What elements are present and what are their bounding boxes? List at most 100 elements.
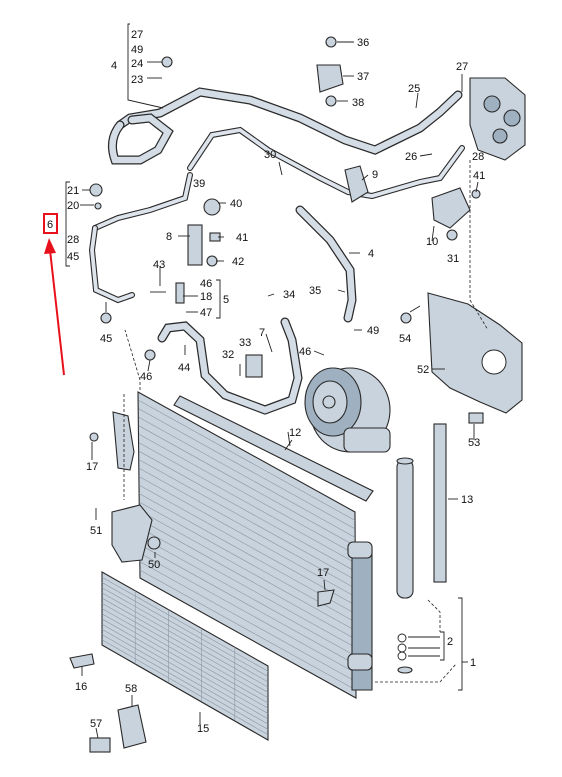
refrigerant-lines [88,87,465,415]
label-39: 39 [193,178,205,190]
label-51: 51 [90,525,102,537]
label-27-right: 27 [456,61,468,73]
air-guide-fin [101,613,269,709]
label-47: 47 [200,307,212,319]
label-5: 5 [223,294,229,306]
label-24: 24 [131,58,143,70]
air-guide-fin [101,576,269,672]
bracket-58 [117,704,147,749]
condenser-fin [138,408,356,530]
label-41: 41 [236,232,248,244]
screw-38 [325,95,337,107]
air-guide-fin [101,629,269,725]
seal-strip [173,395,374,502]
label-4-top: 4 [111,60,117,72]
label-35: 35 [309,285,321,297]
air-guide-fin [101,639,269,735]
label-18: 18 [200,291,212,303]
label-37: 37 [357,71,369,83]
screw-17 [89,432,99,442]
label-50: 50 [148,559,160,571]
label-40: 40 [230,198,242,210]
cap-24 [161,56,173,68]
label-46-right: 46 [299,346,311,358]
air-guide-fin [101,597,269,693]
condenser-bracket [112,411,135,471]
label-15: 15 [197,723,209,735]
condenser-fin [138,467,356,589]
label-57: 57 [90,718,102,730]
condenser-fin [138,450,356,572]
bracket-51 [111,504,153,563]
label-53: 53 [468,437,480,449]
mount-bracket-8 [187,224,203,266]
nut-42 [206,255,218,267]
label-12: 12 [289,427,301,439]
label-41-right: 41 [473,170,485,182]
air-guide-fin [101,592,269,688]
air-guide-fin [101,582,269,677]
screw-17b [317,589,335,607]
label-36: 36 [357,37,369,49]
condenser-fin [138,476,356,597]
label-27-top: 27 [131,29,143,41]
part-labels: 27 49 24 23 4 36 37 38 27 25 26 28 30 9 … [67,29,485,735]
label-54: 54 [399,333,411,345]
condenser-fin [138,543,356,665]
label-30: 30 [264,149,276,161]
condenser-fin [138,535,356,656]
label-28-right: 28 [472,151,484,163]
label-45-bottom: 45 [100,333,112,345]
label-20: 20 [67,200,79,212]
clip-16 [69,653,95,669]
sensor-57 [89,737,111,753]
air-guide-fin [101,634,269,730]
highlight-box [43,213,58,234]
label-26: 26 [405,151,417,163]
clamp-40 [203,198,221,216]
condenser-fin [138,442,356,563]
label-46-left: 46 [140,371,152,383]
condenser-fin [138,400,356,521]
label-2: 2 [447,636,453,648]
label-38: 38 [352,97,364,109]
nut-31 [446,229,458,241]
label-10: 10 [426,236,438,248]
label-25: 25 [408,83,420,95]
bracket-33 [245,354,263,378]
air-guide-fin [101,608,269,704]
valve-18 [175,282,185,304]
air-guide [101,571,269,741]
label-33: 33 [239,337,251,349]
condenser-fin [138,425,356,547]
label-17-left: 17 [86,461,98,473]
condenser-fin [138,518,356,640]
seal-strip-vertical [433,423,447,583]
label-28-left: 28 [67,234,79,246]
clip-9 [344,165,369,203]
label-45-left: 45 [67,251,79,263]
bracket-10 [431,187,471,229]
label-49-right: 49 [367,325,379,337]
air-guide-fin [101,623,269,720]
label-23: 23 [131,74,143,86]
label-49-top: 49 [131,44,143,56]
condenser-fin [138,434,356,555]
condenser-fin [138,417,356,538]
label-17-right: 17 [317,567,329,579]
clip-37 [316,64,344,93]
ring-45 [100,312,112,324]
highlight-part-6[interactable]: 6 [43,213,65,376]
highlight-arrow-shaft [49,249,65,376]
condenser-fin [138,459,356,580]
label-13: 13 [461,494,473,506]
air-guide-fin [101,603,269,698]
condenser-fin [138,560,356,682]
screw-36 [325,36,337,48]
evaporator-flange [469,77,526,161]
label-8: 8 [166,231,172,243]
cover-panel [427,292,523,414]
ring-20 [94,202,102,210]
